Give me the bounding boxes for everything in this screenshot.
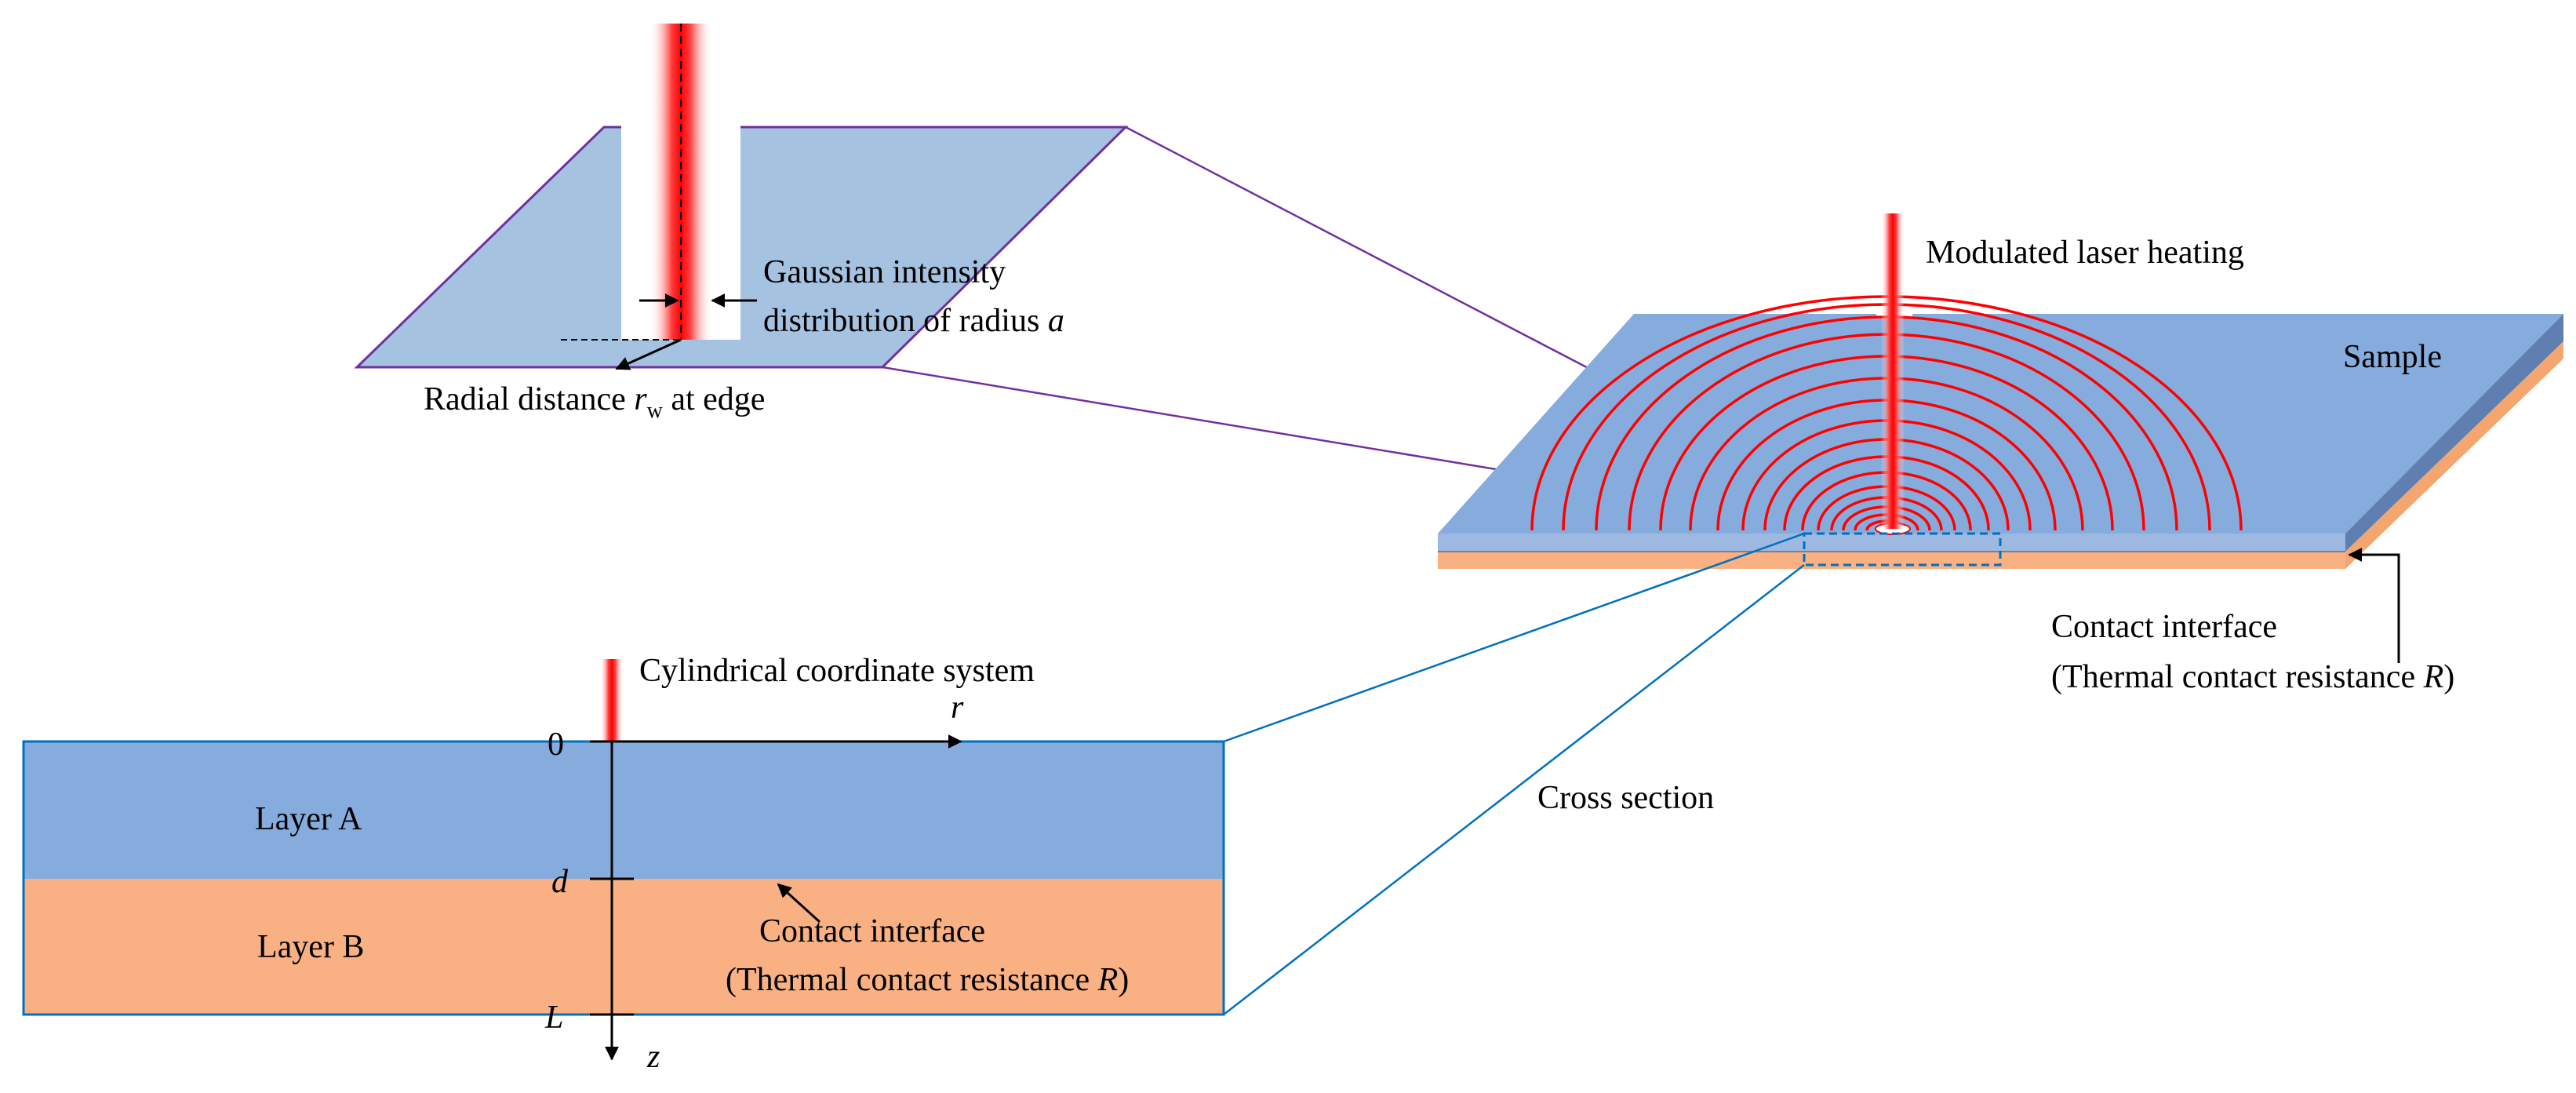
axis-label-L: L xyxy=(544,1000,563,1036)
axis-label-d: d xyxy=(551,864,569,900)
cylindrical-label: Cylindrical coordinate system xyxy=(639,653,1035,689)
sample-layer-b-front xyxy=(1438,552,2345,569)
axis-label-r: r xyxy=(951,690,964,726)
sample-top-surface xyxy=(1438,314,2563,534)
sample-layer-a-front xyxy=(1438,534,2345,552)
cross-connector-bottom xyxy=(1223,564,1805,1015)
sample-label: Sample xyxy=(2343,339,2442,375)
gaussian-label-2: distribution of radius a xyxy=(763,303,1064,339)
cross-section-label: Cross section xyxy=(1537,780,1714,816)
contact-interface-label-lower: Contact interface xyxy=(759,913,985,949)
sample-group xyxy=(1438,213,2563,569)
sample-layer-b-side xyxy=(2345,341,2563,569)
cross-connector-top xyxy=(1223,532,1805,743)
gaussian-label: Gaussian intensity xyxy=(763,254,1006,290)
axis-label-zero: 0 xyxy=(548,727,564,763)
sample-laser-beam xyxy=(1881,213,1905,529)
thermal-resistance-label-right: (Thermal contact resistance R) xyxy=(2051,659,2454,695)
cross-section-group xyxy=(22,659,1225,1061)
layer-a-label: Layer A xyxy=(255,801,362,837)
radial-distance-arrow xyxy=(615,338,682,370)
sample-layer-a-side xyxy=(2345,314,2563,552)
layer-b xyxy=(24,879,1224,1015)
cross-section-box xyxy=(1803,532,2002,567)
zoom-plane-group xyxy=(354,24,1129,370)
contact-callout-right xyxy=(2348,548,2400,663)
radial-distance-label: Radial distance rw at edge xyxy=(424,381,765,423)
cross-section-laser-beam xyxy=(600,659,624,741)
contact-interface-label-right: Contact interface xyxy=(2051,609,2277,645)
contact-arrow-lower xyxy=(777,883,821,924)
axis-label-z: z xyxy=(646,1039,660,1075)
layer-b-label: Layer B xyxy=(257,929,364,965)
layer-a xyxy=(24,741,1224,879)
thermal-resistance-label-lower: (Thermal contact resistance R) xyxy=(726,962,1129,998)
laser-label: Modulated laser heating xyxy=(1926,235,2244,271)
